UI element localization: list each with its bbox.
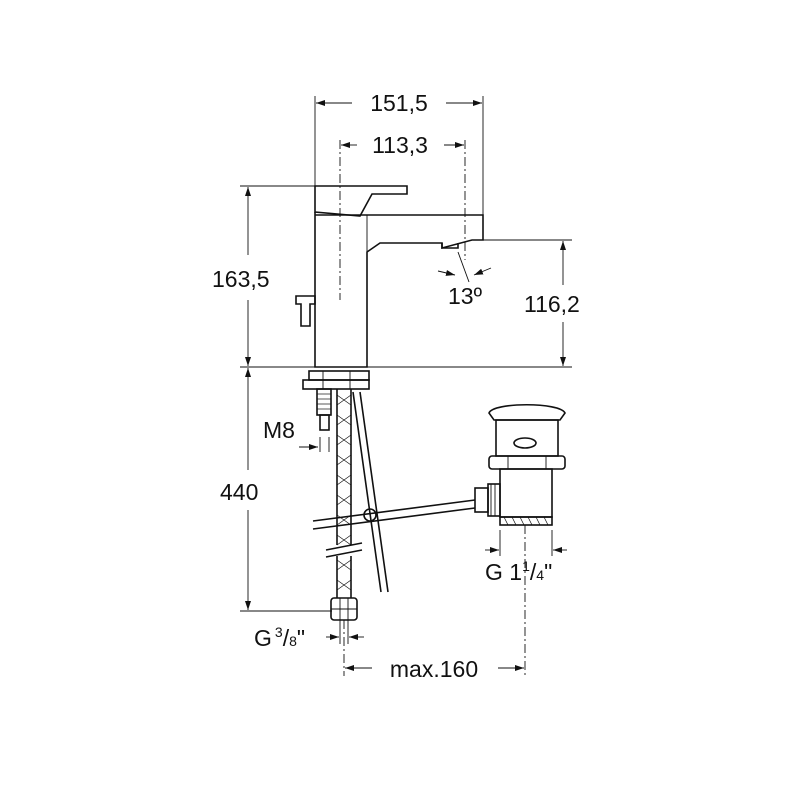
label-spout-height: 116,2: [524, 291, 580, 317]
dimension-rod-thread: M8: [263, 417, 330, 452]
label-spout-reach: 113,3: [372, 132, 428, 158]
dimension-waste-thread: G 11/4": [485, 530, 567, 585]
flexible-hose: [325, 389, 363, 621]
dimension-body-height: 163,5: [212, 185, 367, 368]
mounting-assembly: [302, 370, 370, 431]
dimension-spout-reach: 113,3: [341, 132, 464, 158]
dimension-max-distance: max.160: [345, 656, 524, 682]
label-rod-thread: M8: [263, 417, 295, 443]
label-body-height: 163,5: [212, 266, 270, 292]
label-max-distance: max.160: [390, 656, 478, 682]
pop-up-linkage: [312, 391, 476, 593]
label-waste-thread: G 11/4": [485, 558, 552, 585]
label-hose-length: 440: [220, 479, 258, 505]
aerator: [441, 243, 459, 249]
label-overall-width: 151,5: [370, 90, 428, 116]
dimension-overall-width: 151,5: [314, 90, 484, 215]
dimension-spout-angle: 13º: [437, 251, 492, 309]
faucet-body: [295, 185, 484, 368]
pop-up-waste: [474, 403, 566, 526]
drain-plug: [488, 403, 566, 421]
label-spout-angle: 13º: [448, 283, 483, 309]
dimension-hose-length: 440: [220, 368, 332, 612]
lever-handle: [314, 185, 408, 217]
dimension-spout-height: 116,2: [367, 239, 580, 368]
pop-up-rod: [295, 295, 316, 327]
threaded-stud: [316, 388, 332, 416]
